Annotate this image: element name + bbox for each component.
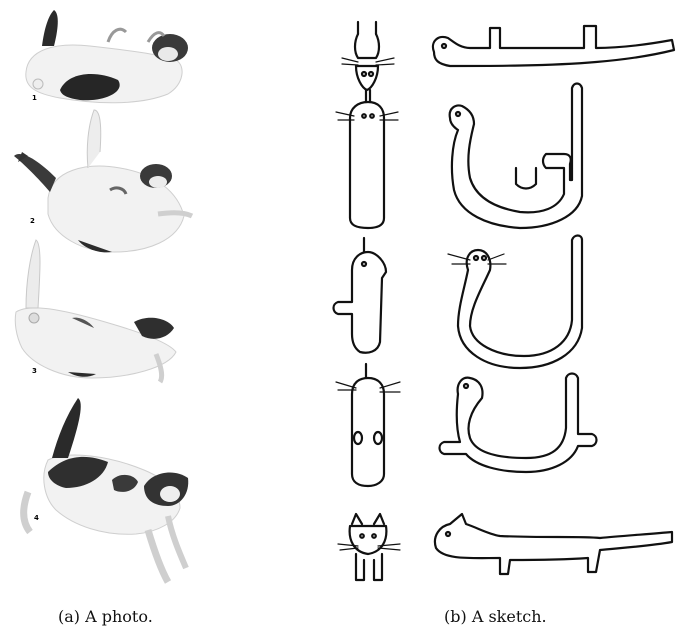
caption-photo: (a) A photo. (58, 607, 153, 626)
photo-frame-2 (14, 110, 192, 252)
photo-frame-3 (15, 240, 176, 382)
falling-cat-sketch-sequence (320, 8, 676, 592)
sketch-row-2-side (450, 84, 582, 229)
sketch-row-4-side (440, 374, 597, 473)
caption-sketch: (b) A sketch. (444, 607, 547, 626)
photo-frame-4 (24, 398, 189, 582)
falling-cat-photo-sequence (8, 2, 198, 594)
sketch-row-1-side (433, 26, 674, 66)
sketch-row-5-front (338, 514, 400, 580)
sketch-row-1-front (342, 22, 394, 90)
sketch-row-2-front (336, 90, 398, 228)
frame-number-4: 4 (34, 514, 39, 522)
sketch-row-3-front (334, 238, 387, 353)
sketch-panel (320, 8, 676, 592)
frame-number-1: 1 (32, 94, 37, 102)
sketch-row-5-side (435, 514, 672, 574)
frame-number-2: 2 (30, 217, 35, 225)
frame-number-3: 3 (32, 367, 37, 375)
photo-frame-1 (26, 10, 188, 103)
photo-panel: 1 2 3 4 (8, 2, 198, 594)
sketch-row-3-side (448, 236, 582, 369)
sketch-row-4-front (336, 364, 400, 486)
